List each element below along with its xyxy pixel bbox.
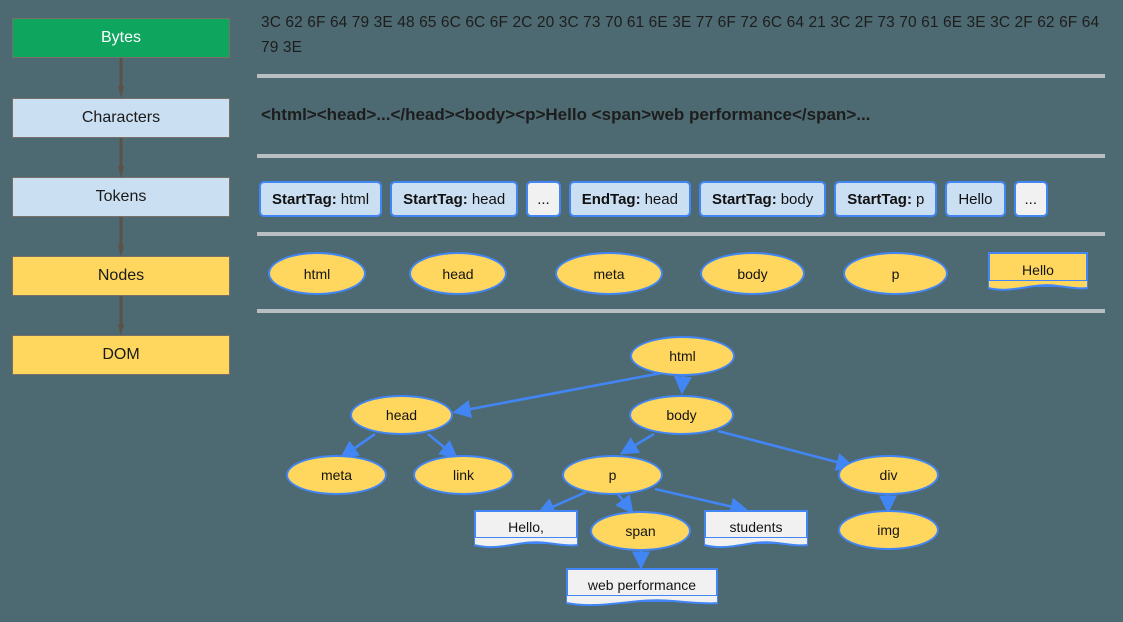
node-head[interactable]: head — [409, 252, 507, 295]
pipeline-stage-dom[interactable]: DOM — [12, 335, 230, 375]
node-label: div — [879, 467, 898, 483]
node-label: web performance — [587, 577, 697, 593]
tokens-row: StartTag:html StartTag:head ... EndTag:h… — [259, 181, 1049, 217]
document-wave-edge — [474, 537, 578, 551]
node-label: students — [729, 519, 783, 535]
token-kind: StartTag: — [272, 190, 337, 208]
token-kind: StartTag: — [403, 190, 468, 208]
node-label: html — [303, 265, 331, 282]
token-value: Hello — [958, 190, 993, 208]
node-label: p — [608, 467, 617, 483]
characters-text: <html><head>...</head><body><p>Hello <sp… — [261, 105, 871, 124]
tree-node-text-webperformance[interactable]: web performance — [566, 568, 718, 602]
node-label: head — [385, 407, 418, 423]
pipeline-stage-label: Nodes — [97, 267, 145, 284]
node-label: p — [891, 265, 900, 282]
edge-body-div — [717, 429, 855, 471]
tree-node-img[interactable]: img — [838, 510, 939, 550]
node-html[interactable]: html — [268, 252, 366, 295]
pipeline-stage-label: Bytes — [100, 29, 141, 46]
token-ellipsis-1[interactable]: ... — [526, 181, 561, 217]
token-kind: EndTag: — [581, 190, 641, 208]
token-value: ... — [1024, 190, 1038, 208]
node-text-hello[interactable]: Hello — [988, 252, 1088, 287]
tree-node-body[interactable]: body — [629, 395, 734, 435]
token-starttag-head[interactable]: StartTag:head — [390, 181, 519, 217]
document-wave-edge — [566, 595, 718, 609]
token-value: head — [644, 190, 678, 208]
token-value: head — [471, 190, 506, 208]
edge-head-meta — [339, 432, 376, 459]
token-text-hello[interactable]: Hello — [945, 181, 1006, 217]
node-meta[interactable]: meta — [555, 252, 663, 295]
token-endtag-head[interactable]: EndTag:head — [568, 181, 691, 217]
pipeline-stage-characters[interactable]: Characters — [12, 98, 230, 138]
token-starttag-p[interactable]: StartTag:p — [834, 181, 938, 217]
tree-node-meta[interactable]: meta — [286, 455, 387, 495]
node-label: meta — [320, 467, 353, 483]
tree-node-head[interactable]: head — [350, 395, 453, 435]
token-value: p — [915, 190, 925, 208]
separator-tokens-nodes — [257, 232, 1105, 236]
node-label: body — [737, 265, 768, 282]
pipeline-stage-tokens[interactable]: Tokens — [12, 177, 230, 217]
edge-body-p — [619, 432, 655, 455]
pipeline-stage-label: DOM — [102, 346, 140, 363]
token-value: ... — [537, 190, 550, 208]
node-label: Hello, — [508, 519, 544, 535]
node-label: meta — [593, 265, 625, 282]
tree-node-div[interactable]: div — [838, 455, 939, 495]
node-label: link — [452, 467, 474, 483]
pipeline-stage-label: Tokens — [95, 188, 147, 205]
bytes-hex-text: 3C 62 6F 64 79 3E 48 65 6C 6C 6F 2C 20 3… — [261, 14, 1100, 56]
separator-characters-tokens — [257, 154, 1105, 158]
pipeline-arrow-nodes-to-dom — [118, 296, 124, 336]
pipeline-stage-bytes[interactable]: Bytes — [12, 18, 230, 58]
pipeline-arrow-characters-to-tokens — [118, 138, 124, 178]
token-kind: StartTag: — [847, 190, 912, 208]
separator-bytes-characters — [257, 74, 1105, 78]
token-value: html — [340, 190, 370, 208]
token-kind: StartTag: — [711, 190, 777, 208]
node-label: Hello — [1022, 261, 1054, 278]
node-label: img — [877, 522, 900, 538]
tree-node-text-hello[interactable]: Hello, — [474, 510, 578, 544]
tree-node-link[interactable]: link — [413, 455, 514, 495]
node-label: html — [669, 348, 696, 364]
node-p[interactable]: p — [843, 252, 948, 295]
pipeline-stage-nodes[interactable]: Nodes — [12, 256, 230, 296]
token-ellipsis-2[interactable]: ... — [1013, 181, 1049, 217]
node-body[interactable]: body — [700, 252, 805, 295]
pipeline-arrow-tokens-to-nodes — [118, 217, 124, 257]
token-starttag-html[interactable]: StartTag:html — [259, 181, 383, 217]
tree-node-text-students[interactable]: students — [704, 510, 808, 544]
edge-p-span — [615, 493, 634, 515]
document-wave-edge — [704, 537, 808, 551]
edge-html-body — [673, 374, 693, 395]
separator-nodes-dom — [257, 309, 1105, 313]
token-starttag-body[interactable]: StartTag:body — [698, 181, 827, 217]
document-wave-edge — [988, 280, 1088, 294]
tree-node-p[interactable]: p — [562, 455, 663, 495]
pipeline-arrow-bytes-to-characters — [118, 58, 124, 98]
node-label: span — [625, 523, 656, 539]
edge-head-link — [427, 432, 459, 459]
token-value: body — [780, 190, 814, 208]
pipeline-stage-label: Characters — [81, 109, 161, 126]
node-label: head — [442, 265, 474, 282]
node-label: body — [666, 407, 697, 423]
edge-p-students — [654, 487, 749, 516]
tree-node-html[interactable]: html — [630, 336, 735, 376]
tree-node-span[interactable]: span — [590, 511, 691, 551]
